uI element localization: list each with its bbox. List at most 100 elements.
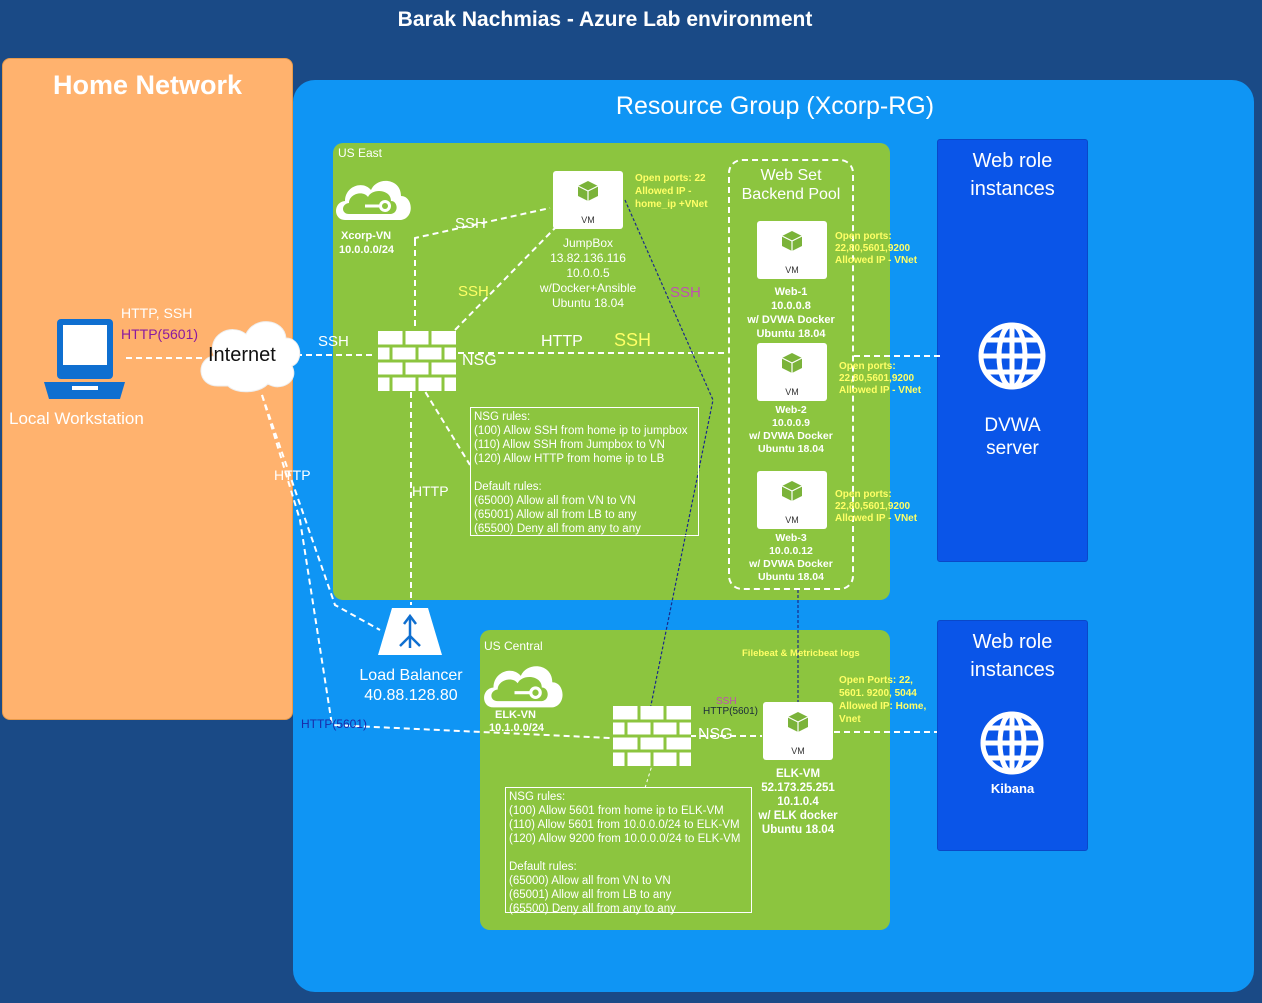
nsg-rule-line: (100) Allow SSH from home ip to jumpbox xyxy=(474,425,688,437)
nsg-rule-line: (65500) Deny all from any to any xyxy=(509,903,676,915)
ssh-label-internet: SSH xyxy=(318,333,349,350)
firewall-icon-1 xyxy=(378,331,456,391)
http-label-pool: HTTP xyxy=(541,333,583,350)
jumpbox-name: JumpBox xyxy=(562,236,614,250)
ssh-label-yellow-pool: SSH xyxy=(614,330,652,350)
http5601-label-elk: HTTP(5601) xyxy=(703,706,759,717)
nsg-rule-line: (100) Allow 5601 from home ip to ELK-VM xyxy=(509,805,724,817)
dvwa-caption-1: DVWA xyxy=(984,415,1041,436)
nsg-rule-line: (65000) Allow all from VN to VN xyxy=(509,875,671,887)
web-1-os: Ubuntu 18.04 xyxy=(756,328,826,340)
nsg-label-2: NSG xyxy=(698,726,733,743)
xcorp-vnet-icon xyxy=(336,180,411,220)
web-2-ip: 10.0.0.9 xyxy=(772,417,810,429)
web-3-name: Web-3 xyxy=(775,532,807,544)
page-title: Barak Nachmias - Azure Lab environment xyxy=(397,8,813,31)
backend-pool-box xyxy=(728,159,854,590)
web-1-software: w/ DVWA Docker xyxy=(747,314,835,326)
nsg-rule-line: Default rules: xyxy=(474,481,542,493)
web-2-ports-3: Allowed IP - VNet xyxy=(839,385,922,396)
nsg-rule-line: NSG rules: xyxy=(509,791,566,803)
jumpbox-os: Ubuntu 18.04 xyxy=(551,296,625,310)
ssh-label-yellow-jump: SSH xyxy=(458,283,489,300)
web-1-ports-2: 22,80,5601,9200 xyxy=(835,243,911,254)
globe-icon-kibana xyxy=(980,711,1044,775)
web-3-vm[interactable]: VM xyxy=(757,471,827,529)
jumpbox-public-ip: 13.82.136.116 xyxy=(550,251,626,265)
vm-cube-icon xyxy=(577,181,599,201)
web-role-title-1b: instances xyxy=(970,178,1055,200)
jumpbox-private-ip: 10.0.0.5 xyxy=(566,266,610,280)
nsg-rule-line: Default rules: xyxy=(509,861,577,873)
line-jumpbox-nsg2 xyxy=(624,199,714,711)
nsg-rule-line: NSG rules: xyxy=(474,411,531,423)
web-role-title-2b: instances xyxy=(970,659,1055,681)
jumpbox-vm[interactable]: VM xyxy=(553,171,623,229)
workstation-label: Local Workstation xyxy=(9,409,144,428)
load-balancer-name: Load Balancer xyxy=(359,667,463,684)
backend-pool-title-1: Web Set xyxy=(760,167,822,184)
web-2-vm-label: VM xyxy=(785,387,799,397)
vm-cube-icon xyxy=(781,481,803,501)
line-vnet-jumpbox xyxy=(414,207,551,240)
nsg-rule-line xyxy=(509,846,748,860)
nsg-rule-line: (110) Allow SSH from Jumpbox to VN xyxy=(474,439,665,451)
web-role-title-2a: Web role xyxy=(972,631,1053,653)
resource-group-title: Resource Group (Xcorp-RG) xyxy=(615,92,935,120)
kibana-caption: Kibana xyxy=(990,781,1035,796)
elk-public-ip: 52.173.25.251 xyxy=(761,782,835,794)
load-balancer-icon xyxy=(378,608,442,655)
web-1-vm-label: VM xyxy=(785,265,799,275)
proto-http5601: HTTP(5601) xyxy=(121,326,199,342)
nsg-rule-line: (110) Allow 5601 from 10.0.0.0/24 to ELK… xyxy=(509,819,740,831)
web-1-ports-1: Open ports: xyxy=(835,231,892,242)
web-1-vm[interactable]: VM xyxy=(757,221,827,279)
elk-software: w/ ELK docker xyxy=(758,810,838,822)
http-label-home: HTTP xyxy=(274,467,311,483)
logs-label: Filebeat & Metricbeat logs xyxy=(742,648,860,659)
home-network-title: Home Network xyxy=(52,70,243,100)
jumpbox-vm-label: VM xyxy=(581,215,595,225)
nsg-rule-line: (65500) Deny all from any to any xyxy=(474,523,641,535)
line-internet-nsg2 xyxy=(261,394,611,739)
nsg-rule-line: (65001) Allow all from LB to any xyxy=(474,509,637,521)
elk-vm[interactable]: VM xyxy=(763,702,833,760)
jumpbox-ports-3: home_ip +VNet xyxy=(635,199,708,210)
internet-label: Internet xyxy=(208,344,276,366)
nsg-rules-central: NSG rules: (100) Allow 5601 from home ip… xyxy=(505,787,752,915)
line-rules2-nsg2 xyxy=(644,761,654,789)
load-balancer-ip: 40.88.128.80 xyxy=(364,687,458,704)
ssh-label-elk: SSH xyxy=(716,696,737,707)
firewall-icon-2 xyxy=(613,706,691,766)
proto-http-ssh: HTTP, SSH xyxy=(121,305,193,321)
web-1-name: Web-1 xyxy=(774,286,808,298)
vm-cube-icon xyxy=(781,231,803,251)
nsg-rule-line: (65000) Allow all from VN to VN xyxy=(474,495,636,507)
web-2-name: Web-2 xyxy=(775,404,807,416)
elk-os: Ubuntu 18.04 xyxy=(761,824,835,836)
nsg-label-1: NSG xyxy=(462,352,497,369)
web-3-vm-label: VM xyxy=(785,515,799,525)
web-2-ports-1: Open ports: xyxy=(839,361,896,372)
elk-ports-2: 5601. 9200, 5044 xyxy=(839,688,917,699)
web-1-ports-3: Allowed IP - VNet xyxy=(835,255,918,266)
elk-ports-1: Open Ports: 22, xyxy=(839,675,913,686)
vm-cube-icon xyxy=(787,712,809,732)
xcorp-vnet-cidr: 10.0.0.0/24 xyxy=(339,244,395,256)
us-central-label: US Central xyxy=(484,639,543,653)
elk-vnet-name: ELK-VN xyxy=(495,709,536,721)
web-3-ip: 10.0.0.12 xyxy=(769,545,813,557)
web-role-title-1a: Web role xyxy=(972,150,1053,172)
nsg-rule-line: (120) Allow HTTP from home ip to LB xyxy=(474,453,665,465)
ssh-label-purple: SSH xyxy=(670,284,701,301)
http5601-label-home: HTTP(5601) xyxy=(301,717,368,731)
elk-vnet-cidr: 10.1.0.0/24 xyxy=(489,722,545,734)
line-rules-nsg xyxy=(414,374,471,466)
web-2-vm[interactable]: VM xyxy=(757,343,827,401)
web-3-os: Ubuntu 18.04 xyxy=(758,571,824,583)
web-2-software: w/ DVWA Docker xyxy=(749,430,833,442)
line-internet-lb xyxy=(261,394,381,631)
jumpbox-ports-2: Allowed IP - xyxy=(635,186,692,197)
jumpbox-ports-1: Open ports: 22 xyxy=(635,173,706,184)
